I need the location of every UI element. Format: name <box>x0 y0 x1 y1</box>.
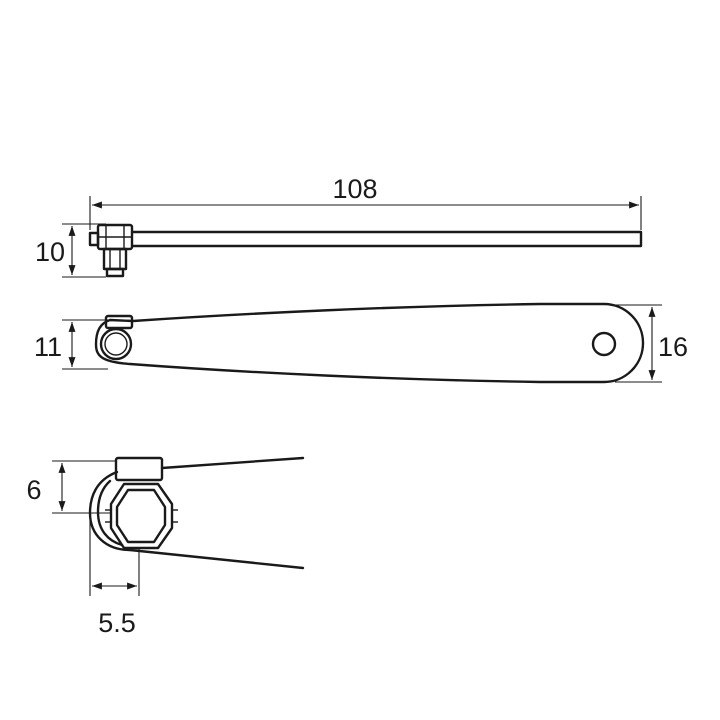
wrench-head-detail <box>88 456 305 570</box>
wrench-top-outline <box>94 302 645 384</box>
dimension-side-height: 10 <box>35 223 106 278</box>
dimension-overall-length: 108 <box>89 174 642 230</box>
dimension-nut-height: 6 <box>26 460 116 514</box>
nut-height-label: 6 <box>26 475 41 505</box>
dimension-head-height: 11 <box>34 319 108 370</box>
nut-offset-label: 5.5 <box>98 608 136 638</box>
overall-length-label: 108 <box>332 174 377 204</box>
wrench-side-profile <box>88 223 643 278</box>
dimension-end-width: 16 <box>615 304 688 383</box>
head-height-label: 11 <box>34 332 62 362</box>
dimension-nut-offset: 5.5 <box>89 520 140 638</box>
side-view: 108 10 <box>35 174 643 278</box>
end-width-label: 16 <box>658 332 688 362</box>
top-view: 11 16 <box>34 302 688 384</box>
side-height-label: 10 <box>35 237 65 267</box>
detail-view: 6 5.5 <box>26 456 305 638</box>
